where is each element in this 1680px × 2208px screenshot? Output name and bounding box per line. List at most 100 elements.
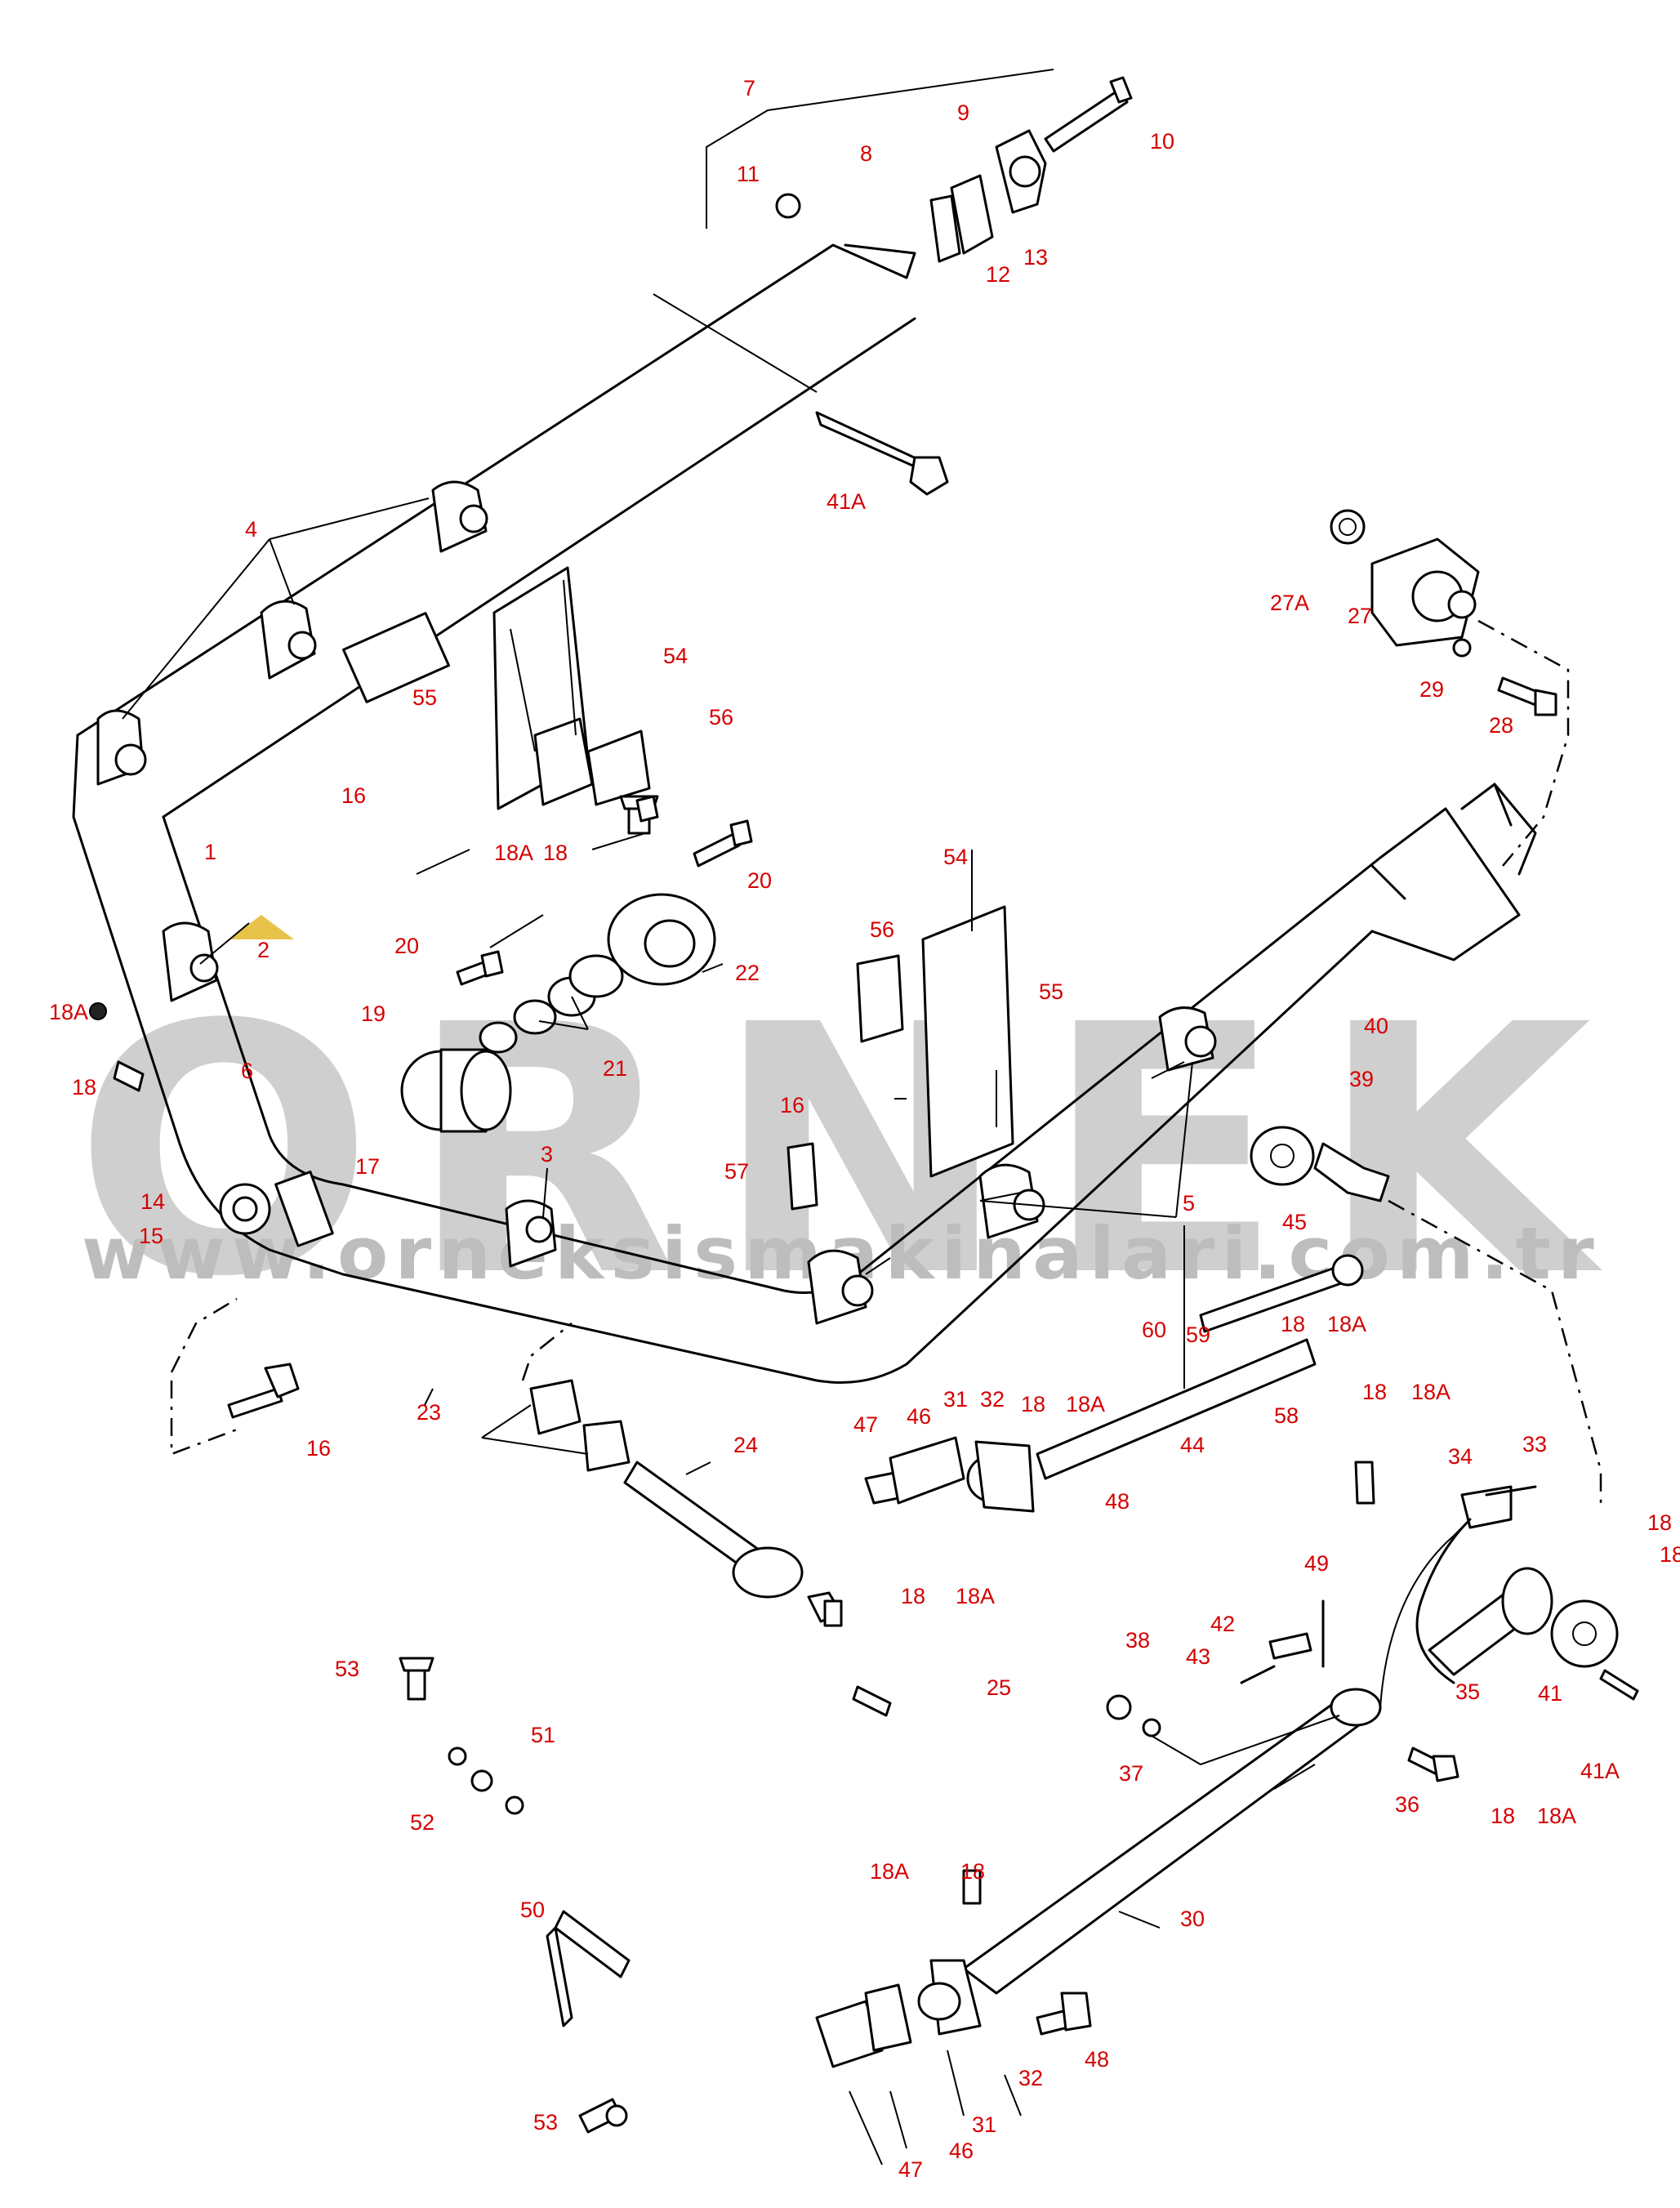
label-part-14: 14: [140, 1189, 165, 1214]
label-part-18A-d: 18A: [1327, 1312, 1366, 1336]
label-part-52: 52: [410, 1810, 434, 1835]
label-part-39: 39: [1349, 1067, 1374, 1091]
label-part-21: 21: [603, 1056, 627, 1081]
label-part-9: 9: [957, 100, 969, 125]
label-part-36: 36: [1395, 1792, 1419, 1817]
label-part-20-a: 20: [747, 868, 772, 893]
label-part-50: 50: [520, 1898, 545, 1922]
label-part-10: 10: [1150, 129, 1174, 154]
label-part-24: 24: [733, 1433, 758, 1457]
label-part-18A-b: 18A: [49, 1000, 88, 1024]
label-part-19: 19: [361, 1001, 385, 1026]
label-part-51: 51: [531, 1723, 555, 1747]
label-part-11: 11: [737, 162, 760, 186]
label-part-48-a: 48: [1105, 1489, 1130, 1514]
label-part-2: 2: [257, 938, 270, 962]
label-part-16-c: 16: [306, 1436, 331, 1461]
label-part-20-b: 20: [394, 934, 419, 958]
label-part-18A-g: 18A: [1660, 1542, 1680, 1567]
top-linkage: [653, 69, 1133, 496]
label-part-23: 23: [417, 1400, 441, 1425]
label-part-41: 41: [1538, 1681, 1562, 1706]
plates-group: [492, 566, 1014, 1211]
label-part-34: 34: [1448, 1444, 1473, 1469]
plate-56-mid: [856, 954, 904, 1043]
label-part-18-c: 18: [901, 1584, 925, 1608]
label-part-16-b: 16: [780, 1093, 804, 1117]
label-part-46-b: 46: [949, 2139, 974, 2163]
label-part-60: 60: [1142, 1318, 1166, 1342]
tube-group: [170, 1297, 892, 1717]
right-shaft-group: [966, 1126, 1602, 1513]
label-part-18-h: 18: [1491, 1804, 1515, 1828]
small-parts: [399, 1436, 1472, 2134]
label-part-12: 12: [986, 262, 1010, 287]
label-part-18-g: 18: [1647, 1510, 1672, 1535]
label-part-18A-e: 18A: [1066, 1392, 1105, 1416]
watermark-accent-mark: [229, 915, 294, 939]
label-part-8: 8: [860, 141, 872, 166]
label-part-18A-h: 18A: [1537, 1804, 1576, 1828]
label-part-43: 43: [1186, 1644, 1210, 1669]
label-part-47-b: 47: [898, 2157, 923, 2182]
label-part-46-a: 46: [907, 1404, 931, 1429]
label-part-28: 28: [1489, 713, 1513, 738]
label-part-47-a: 47: [853, 1412, 878, 1437]
label-part-59: 59: [1186, 1323, 1210, 1347]
label-part-27A: 27A: [1270, 591, 1309, 615]
label-part-54-a: 54: [663, 644, 688, 668]
label-part-18A-f: 18A: [1411, 1380, 1451, 1404]
label-part-13: 13: [1023, 245, 1048, 270]
label-part-25: 25: [987, 1675, 1011, 1700]
label-part-15: 15: [139, 1224, 163, 1248]
label-part-56-a: 56: [709, 705, 733, 729]
label-part-53-a: 53: [335, 1657, 359, 1681]
plate-54-mid: [921, 905, 1014, 1178]
label-part-35: 35: [1455, 1679, 1480, 1704]
label-part-18A-c: 18A: [956, 1584, 995, 1608]
plate-57: [787, 1142, 818, 1211]
bolt-16-left: [170, 1363, 300, 1456]
label-part-6: 6: [241, 1059, 253, 1083]
label-part-18-f: 18: [1362, 1380, 1387, 1404]
callout-labels: 1 2 3 4 5 6 7 8 9 10 11 12 13 14 15 16 1…: [49, 76, 1680, 2182]
label-part-18A-i: 18A: [870, 1859, 909, 1884]
label-part-27: 27: [1348, 604, 1372, 628]
label-part-5: 5: [1183, 1191, 1195, 1216]
label-part-32-a: 32: [980, 1387, 1005, 1412]
label-part-54-b: 54: [943, 845, 968, 869]
label-part-16-a: 16: [341, 783, 366, 808]
main-frame: [72, 243, 1537, 1384]
label-part-31-b: 31: [972, 2112, 996, 2137]
label-part-38: 38: [1125, 1628, 1150, 1653]
label-part-41A-b: 41A: [1580, 1759, 1620, 1783]
flange-27-group: [1330, 509, 1570, 867]
label-part-42: 42: [1210, 1612, 1235, 1636]
label-part-45: 45: [1282, 1210, 1307, 1234]
decal-55-top: [342, 612, 450, 703]
label-part-53-b: 53: [533, 2110, 558, 2134]
label-part-56-b: 56: [870, 917, 894, 942]
label-part-18-i: 18: [960, 1859, 985, 1884]
label-part-7: 7: [743, 76, 755, 100]
label-part-17: 17: [355, 1154, 380, 1179]
label-part-32-b: 32: [1018, 2066, 1043, 2090]
grease-fittings: [89, 795, 1375, 1905]
label-part-18A-a: 18A: [494, 841, 533, 865]
label-part-30: 30: [1180, 1907, 1205, 1931]
label-part-1: 1: [204, 840, 216, 864]
label-part-58: 58: [1274, 1403, 1299, 1428]
label-part-3: 3: [541, 1142, 553, 1166]
label-part-57: 57: [724, 1159, 749, 1184]
label-part-29: 29: [1419, 677, 1444, 702]
label-part-41A-a: 41A: [827, 489, 866, 514]
label-part-44: 44: [1180, 1433, 1205, 1457]
label-part-37: 37: [1119, 1761, 1143, 1786]
label-part-48-b: 48: [1085, 2047, 1109, 2072]
label-part-4: 4: [245, 517, 257, 542]
label-part-33: 33: [1522, 1432, 1547, 1456]
label-part-55-b: 55: [1039, 979, 1063, 1004]
plate-56-b: [586, 729, 651, 806]
label-part-55-a: 55: [412, 685, 437, 710]
